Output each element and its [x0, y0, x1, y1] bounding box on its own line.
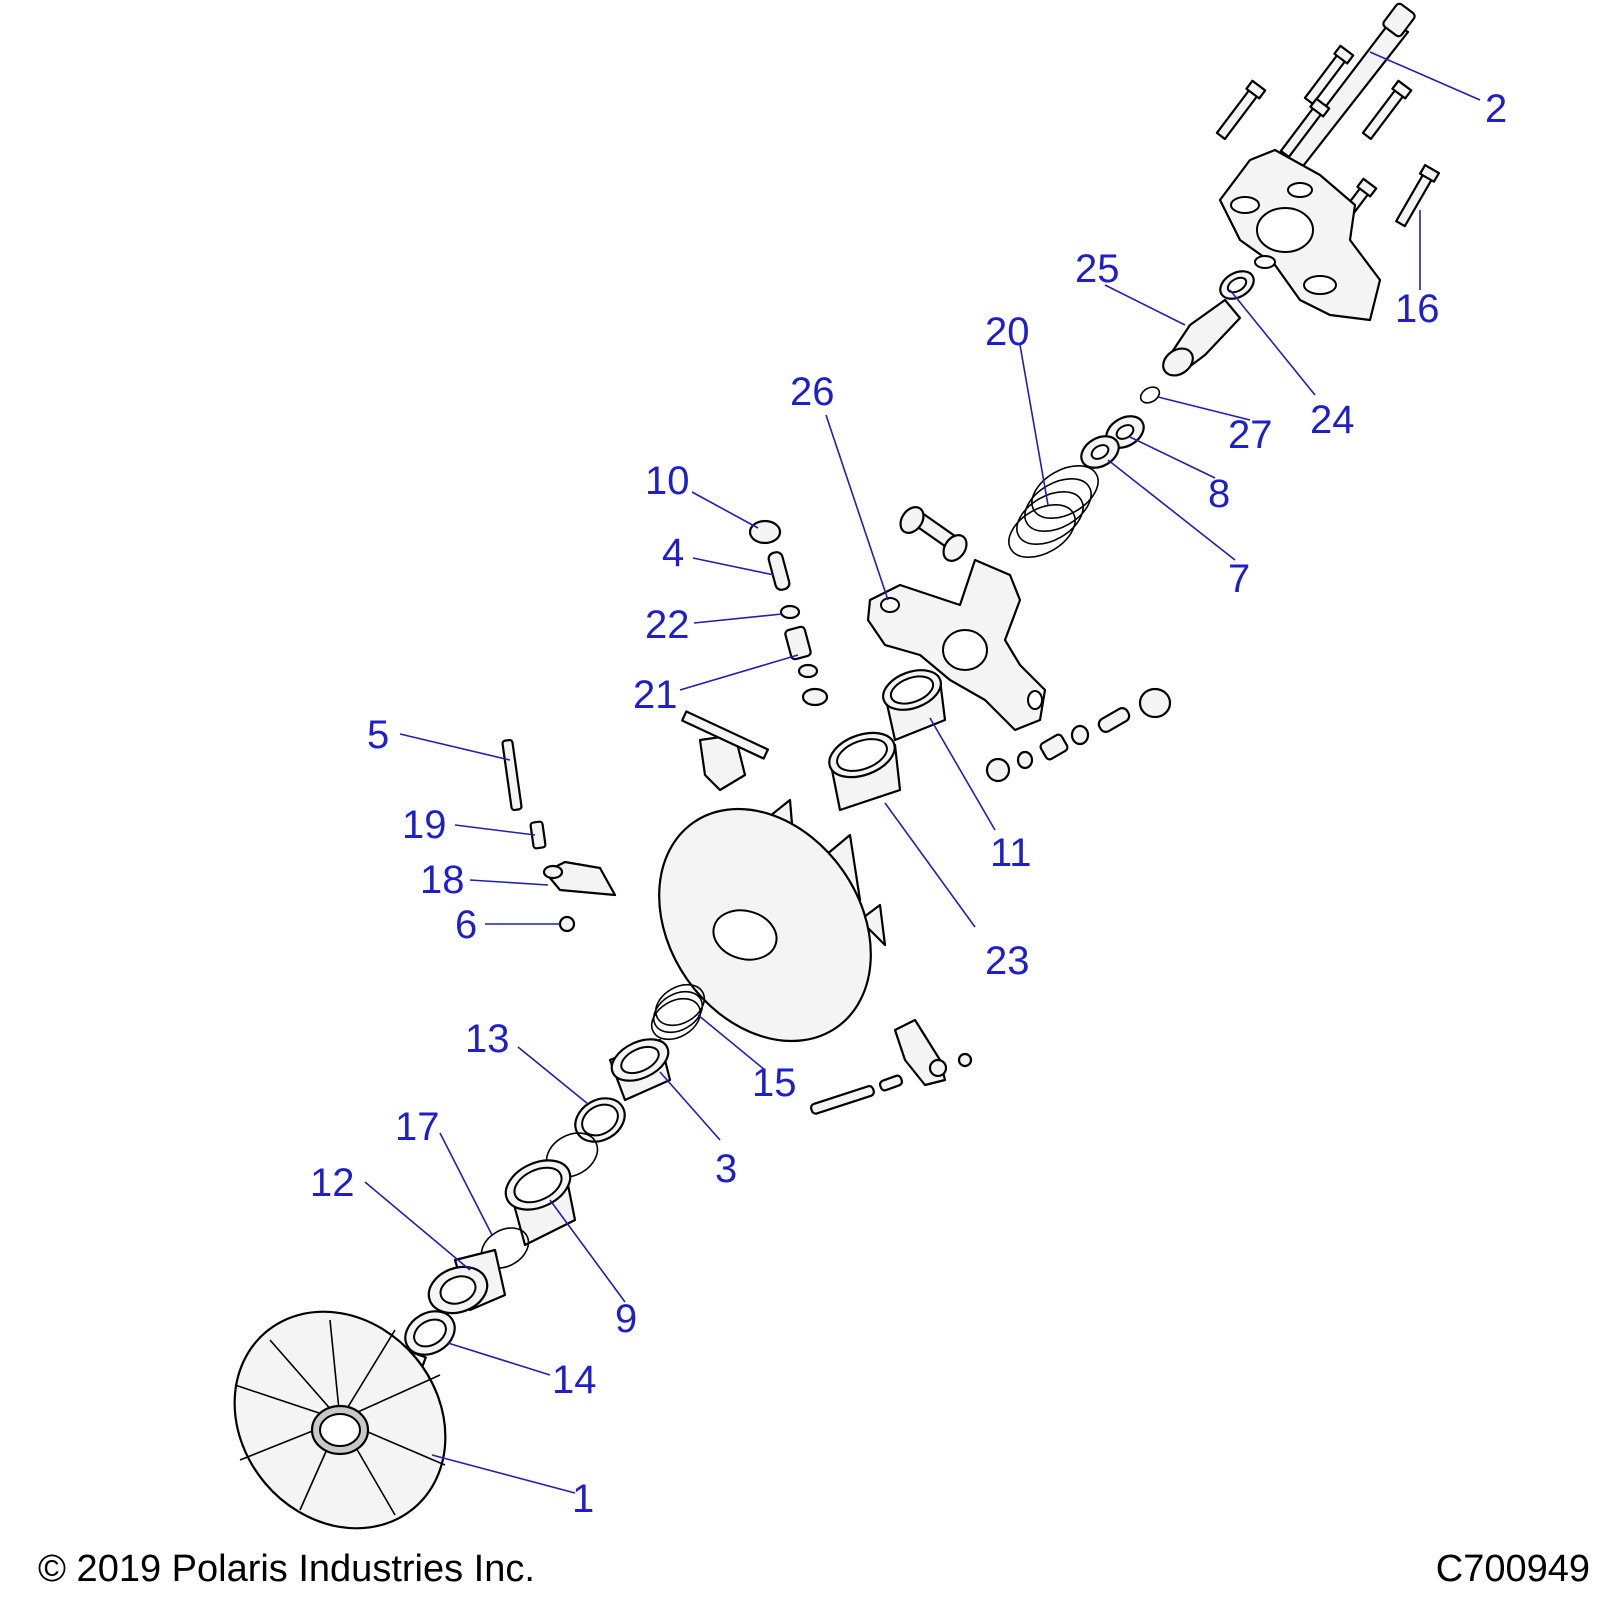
callout-25: 25	[1075, 247, 1120, 291]
callout-24: 24	[1310, 398, 1355, 442]
callout-1: 1	[572, 1477, 594, 1521]
part-22-washer	[779, 604, 801, 620]
callout-14: 14	[552, 1358, 597, 1402]
part-3-bushing	[608, 1038, 672, 1102]
callout-5: 5	[367, 713, 389, 757]
callout-17: 17	[395, 1105, 440, 1149]
part-18-weight	[542, 860, 617, 897]
weight-arm-lower	[809, 1018, 973, 1115]
part-23-bushing	[828, 731, 902, 812]
callout-21: 21	[633, 673, 678, 717]
part-27-snap-ring	[1139, 386, 1161, 404]
roller-set-right	[985, 687, 1172, 783]
callout-labels: 1 2 3 4 5 6 7 8 9 10 11 12 13 14 15 16 1…	[310, 87, 1507, 1521]
callout-15: 15	[752, 1061, 797, 1105]
roller-shaft	[899, 506, 968, 562]
part-12-bushing	[427, 1248, 507, 1315]
spider-cover-plate	[1218, 148, 1382, 322]
weight-arm-upper	[681, 710, 769, 792]
callout-12: 12	[310, 1161, 355, 1205]
part-4-pin	[767, 551, 791, 591]
part-10-button	[748, 519, 782, 545]
part-15-ring	[650, 983, 706, 1041]
callout-3: 3	[715, 1147, 737, 1191]
callout-11: 11	[990, 831, 1032, 875]
callout-8: 8	[1208, 472, 1230, 516]
callout-16: 16	[1395, 287, 1440, 331]
part-20-spring	[1008, 464, 1099, 559]
part-21-roller	[784, 625, 829, 707]
part-25-spacer	[1162, 298, 1242, 377]
moveable-sheave	[658, 798, 887, 1043]
part-24-bushing	[1219, 270, 1255, 300]
drawing-id: C700949	[1435, 1548, 1590, 1590]
leader-lines	[364, 51, 1481, 1494]
callout-10: 10	[645, 459, 690, 503]
part-13-ring	[574, 1097, 626, 1143]
callout-13: 13	[465, 1017, 510, 1061]
callout-18: 18	[420, 858, 465, 902]
part-9-bushing	[504, 1159, 577, 1247]
callout-20: 20	[985, 310, 1030, 354]
callout-22: 22	[645, 603, 690, 647]
callout-6: 6	[455, 903, 477, 947]
callout-23: 23	[985, 939, 1030, 983]
callout-2: 2	[1485, 87, 1507, 131]
callout-7: 7	[1228, 557, 1250, 601]
part-1-fixed-sheave	[233, 1310, 447, 1530]
part-6-nut	[558, 915, 576, 933]
callout-27: 27	[1228, 413, 1273, 457]
callout-9: 9	[615, 1297, 637, 1341]
part-7-washer	[1080, 435, 1120, 469]
callout-26: 26	[790, 370, 835, 414]
callout-19: 19	[402, 803, 447, 847]
part-14-washer	[404, 1310, 456, 1356]
part-19-pin	[529, 820, 547, 850]
part-26-spider	[866, 558, 1047, 732]
part-5-pin	[501, 738, 523, 812]
copyright-notice: © 2019 Polaris Industries Inc.	[38, 1548, 535, 1590]
part-11-bushing	[882, 669, 947, 742]
callout-4: 4	[662, 531, 684, 575]
